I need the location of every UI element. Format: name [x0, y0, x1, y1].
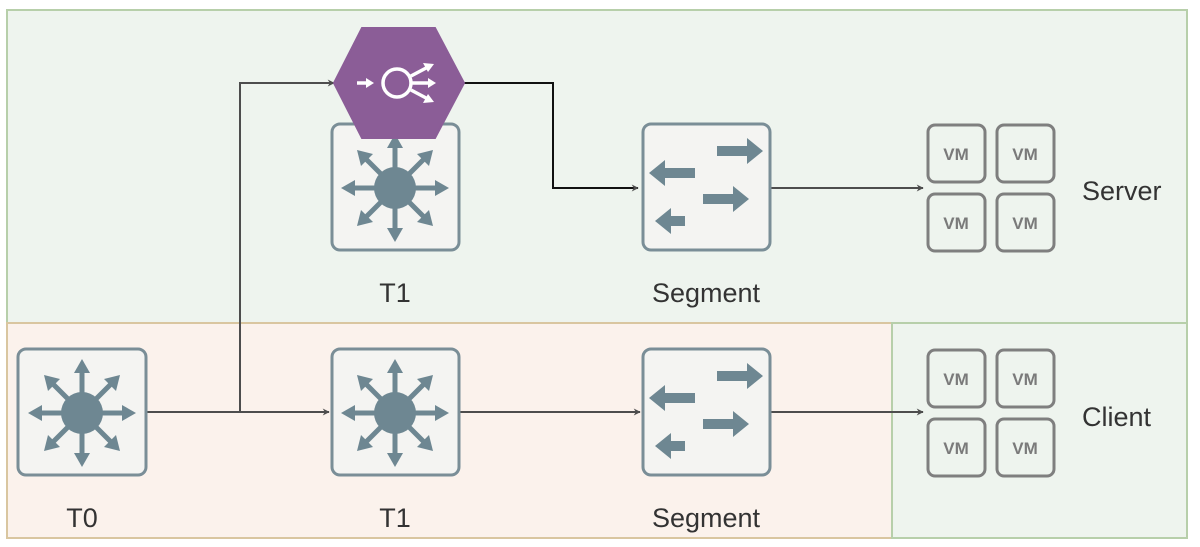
- load-balancer-node: [332, 27, 466, 139]
- vm-label: VM: [943, 214, 969, 233]
- t0-label: T0: [66, 503, 98, 533]
- vm-label: VM: [1012, 439, 1038, 458]
- load-balancer-icon: [357, 63, 436, 103]
- vm-box: [995, 417, 1056, 478]
- t0-node: T0: [16, 347, 148, 533]
- server-label: Server: [1082, 176, 1162, 206]
- vm-box: [995, 123, 1056, 184]
- segment-client-node: Segment: [641, 347, 772, 533]
- vm-box: [995, 348, 1056, 409]
- edge-load-balancer-to-segment-server: [462, 82, 639, 192]
- vm-box: [926, 192, 987, 253]
- t1-client-node: T1: [330, 347, 461, 533]
- client-label: Client: [1082, 402, 1152, 432]
- client-vm-zone: [891, 322, 1188, 539]
- vm-box: [926, 417, 987, 478]
- router-icon: [28, 359, 136, 467]
- vm-label: VM: [1012, 370, 1038, 389]
- vm-label: VM: [1012, 145, 1038, 164]
- segment-client-label: Segment: [652, 503, 761, 533]
- t1-client-label: T1: [379, 503, 411, 533]
- edge-t0-to-load-balancer: [239, 79, 335, 412]
- vm-box: [926, 348, 987, 409]
- t1-server-label: T1: [379, 278, 411, 308]
- server-zone: [6, 9, 1188, 324]
- vm-label: VM: [943, 370, 969, 389]
- load-balancer-hexagon: [332, 27, 466, 139]
- router-icon: [341, 134, 449, 242]
- vm-label: VM: [1012, 214, 1038, 233]
- segment-server-label: Segment: [652, 278, 761, 308]
- segment-server-node: Segment: [641, 122, 772, 308]
- vm-box: [926, 123, 987, 184]
- vm-group-client: VM VM VM VM Client: [926, 348, 1152, 478]
- router-icon: [341, 359, 449, 467]
- vm-group-server: VM VM VM VM Server: [926, 123, 1162, 253]
- vm-label: VM: [943, 145, 969, 164]
- vm-box: [995, 192, 1056, 253]
- vm-label: VM: [943, 439, 969, 458]
